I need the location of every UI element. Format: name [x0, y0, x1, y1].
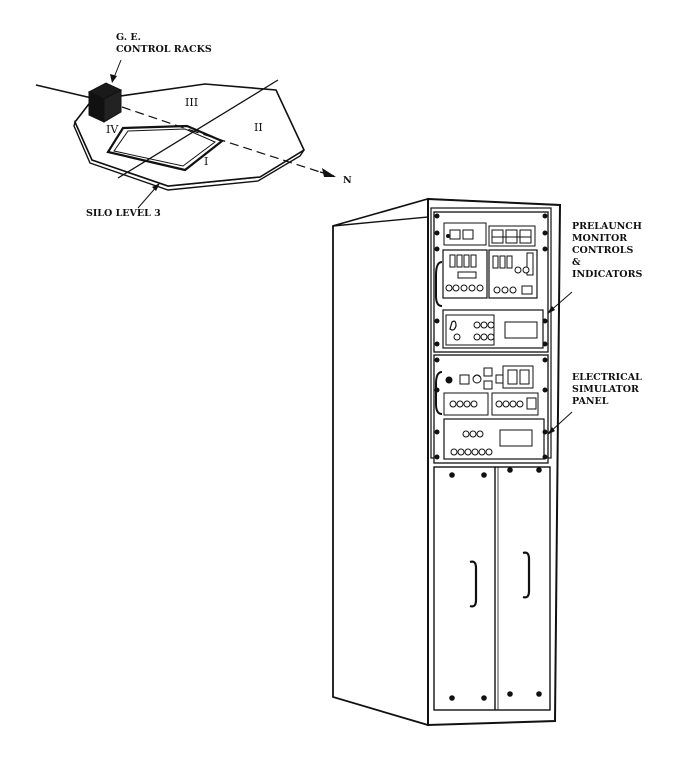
door-handle-right — [522, 551, 531, 599]
simulator-label-line1: ELECTRICAL — [572, 372, 642, 383]
equipment-cabinet — [332, 197, 573, 727]
prelaunch-label-line3: CONTROLS — [572, 245, 633, 256]
prelaunch-monitor-panel — [433, 211, 549, 353]
axis-diagonal — [117, 79, 279, 179]
quadrant-label-iii: III — [185, 96, 198, 109]
quadrant-label-i: I — [204, 155, 208, 168]
control-racks-label-line1: G. E. — [116, 32, 141, 43]
north-arrow — [322, 168, 336, 177]
simulator-label-line3: PANEL — [572, 396, 609, 407]
silo-plan: IV III II I G. E. CONTROL RACKS SILO LEV… — [35, 32, 352, 219]
prelaunch-label-line4: & — [572, 257, 581, 268]
simulator-label-line2: SIMULATOR — [572, 384, 639, 395]
silo-opening — [106, 124, 225, 172]
electrical-simulator-panel — [433, 354, 549, 464]
cabinet-doors — [433, 466, 551, 711]
quadrant-label-iv: IV — [106, 123, 119, 136]
cabinet-side — [332, 197, 429, 727]
prelaunch-label-line2: MONITOR — [572, 233, 627, 244]
control-rack-block — [87, 82, 123, 123]
silo-level-label: SILO LEVEL 3 — [86, 208, 161, 219]
door-handle-left — [469, 560, 478, 608]
control-racks-label-line2: CONTROL RACKS — [116, 44, 212, 55]
quadrant-label-ii: II — [254, 121, 263, 134]
prelaunch-label-line1: PRELAUNCH — [572, 221, 642, 232]
prelaunch-label-line5: INDICATORS — [572, 269, 642, 280]
axis-east-west — [35, 84, 97, 100]
north-label: N — [343, 175, 352, 186]
